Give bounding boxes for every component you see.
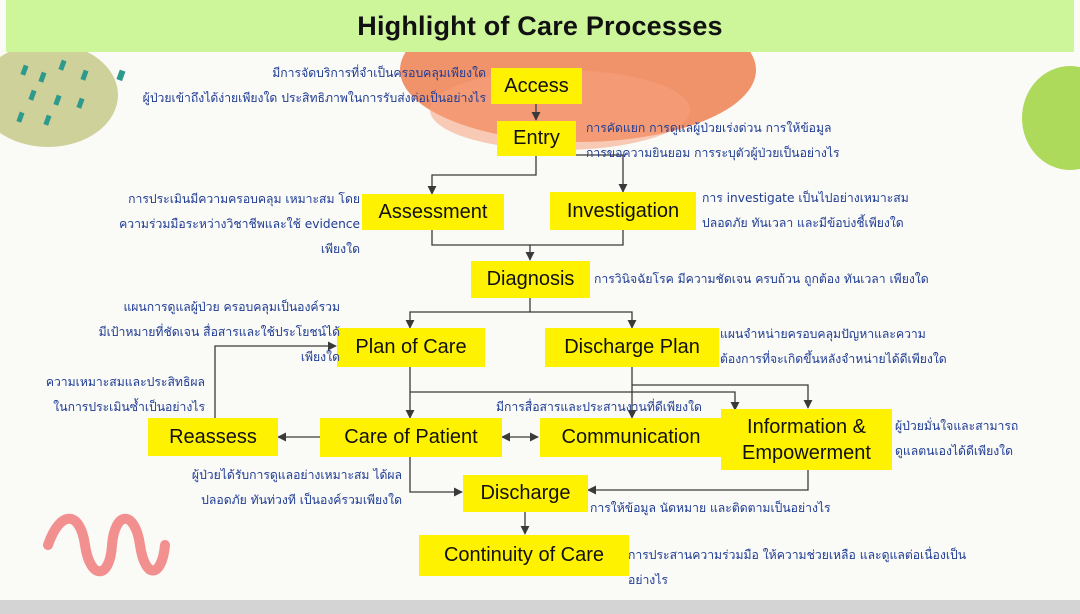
- link-diagnosis-discharge-plan: [530, 311, 637, 329]
- node-care-of-patient: Care of Patient: [320, 418, 502, 457]
- link-investigation-diagnosis: [530, 230, 624, 246]
- note-assessment: การประเมินมีความครอบคลุม เหมาะสม โดย ควา…: [119, 192, 360, 256]
- link-diagnosis-plan: [405, 298, 531, 329]
- note-continuity-of-care: การประสานความร่วมมือ ให้ความช่วยเหลือ แล…: [628, 548, 967, 587]
- note-communication: มีการสื่อสารและประสานงานที่ดีเพียงใด: [496, 400, 702, 414]
- link-entry-assessment: [427, 155, 537, 195]
- note-reassess: ความเหมาะสมและประสิทธิผล ในการประเมินซ้ำ…: [45, 375, 205, 414]
- note-care-of-patient: ผู้ป่วยได้รับการดูแลอย่างเหมาะสม ได้ผล ป…: [191, 468, 402, 507]
- diagram-title: Highlight of Care Processes: [357, 10, 723, 41]
- title-bar: Highlight of Care Processes: [6, 0, 1074, 52]
- note-discharge-plan: แผนจำหน่ายครอบคลุมปัญหาและความ ต้องการที…: [720, 327, 947, 366]
- note-diagnosis: การวินิจฉัยโรค มีความชัดเจน ครบถ้วน ถูกต…: [594, 272, 929, 286]
- link-entry-investigation: [576, 154, 628, 193]
- bottom-strip: [0, 600, 1080, 614]
- note-investigation: การ investigate เป็นไปอย่างเหมาะสม ปลอดภ…: [702, 191, 909, 230]
- link-assessment-diagnosis: [431, 230, 535, 261]
- link-shared-branch: [410, 391, 740, 411]
- note-entry: การคัดแยก การดูแลผู้ป่วยเร่งด่วน การให้ข…: [586, 121, 840, 160]
- link-information-discharge: [587, 470, 809, 495]
- link-reassess-plan: [214, 341, 337, 418]
- node-information-empowerment: Information & Empowerment: [721, 409, 892, 470]
- node-entry: Entry: [497, 121, 576, 156]
- note-access: มีการจัดบริการที่จำเป็นครอบคลุมเพียงใด ผ…: [142, 66, 486, 105]
- connector-lines: [214, 104, 813, 535]
- note-plan-of-care: แผนการดูแลผู้ป่วย ครอบคลุมเป็นองค์รวม มี…: [98, 300, 340, 364]
- node-continuity-of-care: Continuity of Care: [419, 535, 629, 576]
- node-plan-of-care: Plan of Care: [337, 328, 485, 367]
- node-investigation: Investigation: [550, 192, 696, 230]
- node-communication: Communication: [540, 418, 722, 457]
- note-discharge: การให้ข้อมูล นัดหมาย และติดตามเป็นอย่างไ…: [590, 501, 831, 515]
- link-dplan-information: [632, 384, 813, 409]
- link-care-discharge: [409, 457, 463, 497]
- node-diagnosis: Diagnosis: [471, 261, 590, 298]
- node-access: Access: [491, 68, 582, 104]
- node-discharge-plan: Discharge Plan: [545, 328, 719, 367]
- diagram-canvas: Highlight of Care Processes: [0, 0, 1080, 600]
- node-reassess: Reassess: [148, 418, 278, 456]
- node-discharge: Discharge: [463, 475, 588, 512]
- note-information-empowerment: ผู้ป่วยมั่นใจและสามารถ ดูแลตนเองได้ดีเพี…: [895, 419, 1019, 458]
- node-assessment: Assessment: [362, 194, 504, 230]
